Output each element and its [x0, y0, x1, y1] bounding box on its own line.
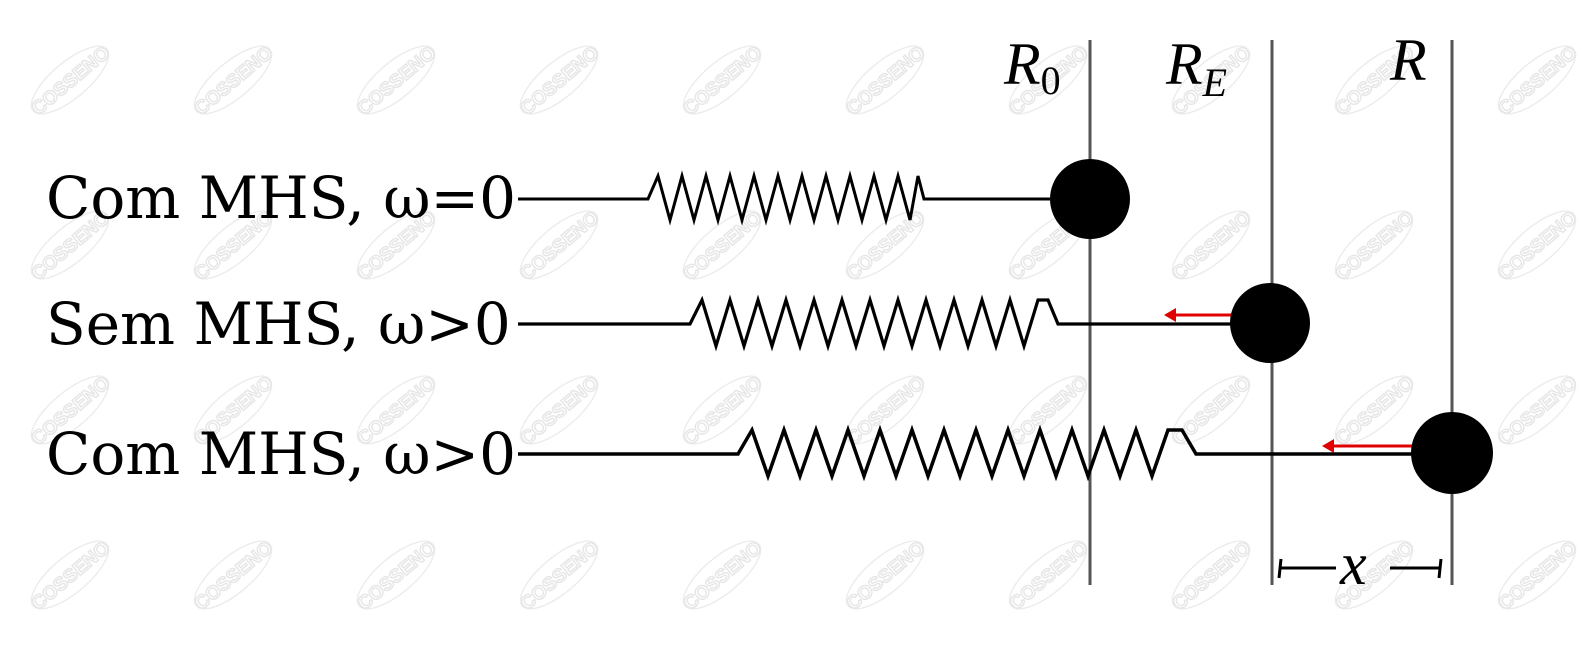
displacement-indicator: x: [1277, 531, 1443, 597]
watermark-text: COSSENO: [191, 43, 277, 120]
watermark-tile: COSSENO: [842, 537, 930, 616]
watermark-tile: COSSENO: [516, 372, 604, 451]
spring-system-row-3: [518, 412, 1493, 494]
watermark-text: COSSENO: [843, 43, 929, 120]
marker-label-r0: R0: [1003, 31, 1061, 103]
watermark-tile: COSSENO: [1331, 372, 1419, 451]
watermark-tile: COSSENO: [1168, 372, 1256, 451]
watermark-tile: COSSENO: [516, 537, 604, 616]
watermark-text: COSSENO: [28, 538, 114, 615]
watermark-tile: COSSENO: [679, 537, 767, 616]
watermark-tile: COSSENO: [679, 42, 767, 121]
watermark-tile: COSSENO: [842, 42, 930, 121]
watermark-tile: COSSENO: [353, 42, 441, 121]
watermark-text: COSSENO: [354, 538, 440, 615]
mass-ball-row-2: [1230, 283, 1310, 363]
watermark-tile: COSSENO: [1494, 42, 1582, 121]
watermark-text: COSSENO: [1169, 538, 1255, 615]
watermark-text: COSSENO: [517, 373, 603, 450]
watermark-text: COSSENO: [1169, 208, 1255, 285]
watermark-text: COSSENO: [680, 43, 766, 120]
watermark-text: COSSENO: [1495, 208, 1581, 285]
watermark-text: COSSENO: [1495, 538, 1581, 615]
row-label-3: Com MHS, ω>0: [46, 420, 516, 488]
watermark-tile: COSSENO: [679, 207, 767, 286]
watermark-tile: COSSENO: [516, 42, 604, 121]
watermark-text: COSSENO: [517, 538, 603, 615]
watermark-tile: COSSENO: [516, 207, 604, 286]
spring-row-1: [518, 170, 1050, 226]
watermark-text: COSSENO: [1006, 373, 1092, 450]
watermark-tile: COSSENO: [1168, 207, 1256, 286]
watermark-tile: COSSENO: [1168, 537, 1256, 616]
displacement-label: x: [1339, 531, 1367, 597]
spring-row-2: [518, 294, 1232, 352]
watermark-text: COSSENO: [517, 208, 603, 285]
watermark-text: COSSENO: [354, 43, 440, 120]
watermark-text: COSSENO: [843, 538, 929, 615]
watermark-text: COSSENO: [1169, 373, 1255, 450]
watermark-text: COSSENO: [1495, 373, 1581, 450]
mass-ball-row-1: [1050, 159, 1130, 239]
force-arrowhead-row-3: [1322, 439, 1334, 453]
watermark-text: COSSENO: [517, 43, 603, 120]
force-arrowhead-row-2: [1164, 308, 1176, 322]
watermark-tile: COSSENO: [1005, 537, 1093, 616]
watermark-tile: COSSENO: [1494, 207, 1582, 286]
watermark-tile: COSSENO: [1494, 537, 1582, 616]
watermark-tile: COSSENO: [190, 537, 278, 616]
marker-label-r: R: [1389, 27, 1427, 93]
watermark-text: COSSENO: [1006, 538, 1092, 615]
watermark-text: COSSENO: [28, 43, 114, 120]
row-label-2: Sem MHS, ω>0: [46, 290, 511, 358]
watermark-text: COSSENO: [680, 538, 766, 615]
spring-system-row-2: [518, 283, 1310, 363]
row-label-1: Com MHS, ω=0: [46, 164, 516, 232]
watermark-text: COSSENO: [1495, 43, 1581, 120]
watermark-tile: COSSENO: [1494, 372, 1582, 451]
spring-row-3: [518, 424, 1414, 482]
watermark-tile: COSSENO: [27, 537, 115, 616]
watermark-tile: COSSENO: [190, 42, 278, 121]
watermark-tile: COSSENO: [1005, 372, 1093, 451]
mass-ball-row-3: [1411, 412, 1493, 494]
watermark-text: COSSENO: [1332, 373, 1418, 450]
watermark-text: COSSENO: [1332, 208, 1418, 285]
watermark-tile: COSSENO: [353, 537, 441, 616]
watermark-tile: COSSENO: [27, 42, 115, 121]
spring-system-row-1: [518, 159, 1130, 239]
marker-label-re: RE: [1165, 31, 1227, 105]
watermark-text: COSSENO: [191, 538, 277, 615]
watermark-tile: COSSENO: [1331, 207, 1419, 286]
